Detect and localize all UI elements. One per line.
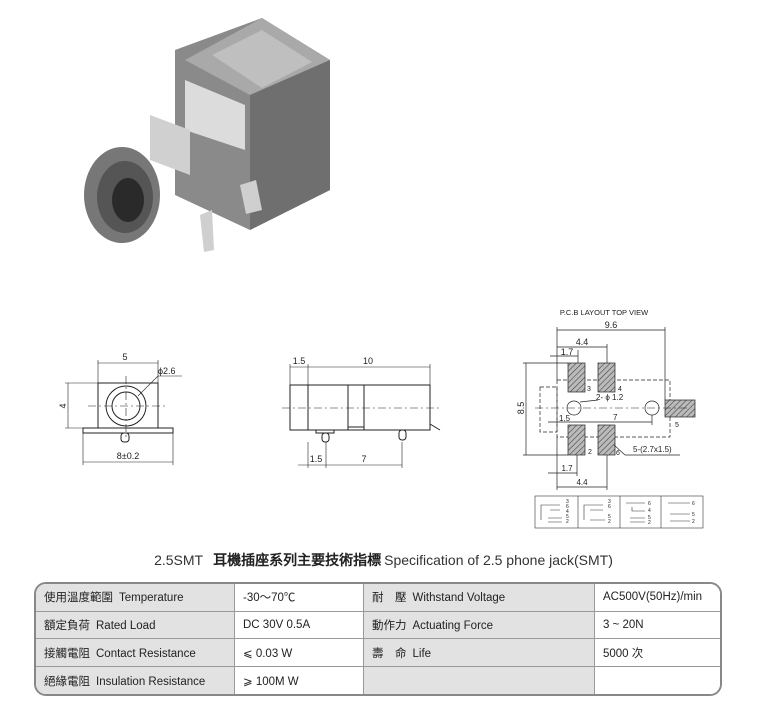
svg-text:3: 3 [566, 499, 569, 505]
param-cn: 額定負荷 [44, 620, 90, 633]
pad-label: 2 [588, 449, 592, 456]
pad-5 [664, 399, 696, 418]
param-cn: 接觸電阻 [44, 647, 90, 660]
pcb-height-dim: 8.5 [516, 402, 526, 415]
svg-text:2: 2 [566, 519, 569, 525]
svg-text:2: 2 [608, 519, 611, 525]
param-en: Contact Resistance [96, 647, 196, 660]
product-photo [84, 18, 330, 252]
svg-text:5: 5 [692, 512, 695, 518]
param-cn: 動作力 [372, 620, 407, 633]
param-en: Rated Load [96, 620, 156, 633]
front-view-drawing [65, 360, 182, 465]
side-length-dim: 10 [363, 356, 373, 366]
param-value: 3 ~ 20N [594, 610, 720, 640]
side-front-dim: 1.5 [293, 356, 306, 366]
param-en: Life [412, 647, 432, 660]
pad-4 [597, 362, 616, 393]
empty-cell [363, 666, 595, 694]
pcb-hole-label: 2- ϕ 1.2 [596, 393, 624, 402]
svg-text:6: 6 [608, 504, 611, 510]
svg-text:3: 3 [608, 499, 611, 505]
pcb-pad-width-top-dim: 1.7 [561, 347, 574, 357]
front-width-dim: 5 [122, 352, 127, 362]
pcb-hole-offset-dim: 1.5 [559, 414, 571, 423]
pcb-layout-drawing [523, 327, 696, 490]
pad-2 [567, 424, 586, 456]
param-en: Temperature [119, 592, 184, 605]
table-row: 使用溫度範圍 Temperature -30～70℃ 耐 壓 Withstand V… [36, 584, 720, 612]
front-height-dim: 4 [58, 403, 68, 408]
pad-label: 3 [587, 386, 591, 393]
param-value: AC500V(50Hz)/min [594, 584, 720, 612]
pad-6 [597, 424, 616, 456]
param-en: Insulation Resistance [96, 675, 206, 688]
pcb-pad-span-bottom-dim: 4.4 [576, 478, 588, 487]
side-pin-pitch-dim: 7 [361, 454, 366, 464]
front-flange-dim: 8±0.2 [117, 451, 139, 461]
table-row: 絕緣電阻 Insulation Resistance ⩾ 100M W [36, 666, 720, 694]
schematic-pin-labels: 3 6 4 5 2 3 6 5 2 6 4 5 2 6 5 2 [566, 499, 695, 526]
svg-text:6: 6 [692, 501, 695, 507]
svg-text:2: 2 [692, 519, 695, 525]
param-cn: 絕緣電阻 [44, 675, 90, 688]
empty-cell [594, 666, 720, 694]
svg-text:4: 4 [566, 509, 569, 515]
pad-label: 6 [616, 450, 620, 457]
param-cn: 耐 壓 [372, 592, 407, 605]
spec-table: 使用溫度範圍 Temperature -30～70℃ 耐 壓 Withstand V… [34, 582, 722, 696]
param-cn: 使用溫度範圍 [44, 592, 113, 605]
svg-text:2: 2 [648, 520, 651, 526]
spec-title-en: Specification of 2.5 phone jack(SMT) [384, 552, 613, 568]
pcb-overall-width-dim: 9.6 [605, 320, 618, 330]
svg-text:5: 5 [648, 515, 651, 521]
param-value: ⩽ 0.03 W [234, 638, 364, 668]
pad-3 [567, 362, 586, 393]
param-value: DC 30V 0.5A [234, 610, 364, 640]
svg-text:5: 5 [566, 514, 569, 520]
param-en: Withstand Voltage [412, 592, 506, 605]
pcb-layout-title: P.C.B LAYOUT TOP VIEW [560, 308, 649, 317]
front-diameter-dim: ϕ2.6 [158, 366, 176, 376]
pcb-hole-pitch-dim: 7 [613, 413, 618, 422]
pcb-pad-width-bottom-dim: 1.7 [561, 464, 573, 473]
param-en: Actuating Force [412, 620, 494, 633]
param-value: ⩾ 100M W [234, 666, 364, 694]
param-cn: 壽 命 [372, 647, 407, 660]
svg-text:5: 5 [608, 514, 611, 520]
schematic-table [534, 495, 704, 529]
pad-label: 5 [675, 422, 679, 429]
svg-text:4: 4 [648, 508, 651, 514]
spec-title-model: 2.5SMT [154, 552, 204, 568]
pad-label: 4 [618, 386, 622, 393]
side-pin-offset-dim: 1.5 [310, 454, 323, 464]
param-value: -30～70℃ [234, 584, 364, 612]
svg-text:6: 6 [566, 504, 569, 510]
pcb-pad-size-dim: 5-(2.7x1.5) [633, 445, 672, 454]
svg-text:6: 6 [648, 501, 651, 507]
table-row: 額定負荷 Rated Load DC 30V 0.5A 動作力 Actuating … [36, 610, 720, 640]
param-value: 5000 次 [594, 638, 720, 668]
side-view-drawing [282, 364, 441, 468]
pcb-pad-span-top-dim: 4.4 [576, 337, 589, 347]
technical-drawings: 5 ϕ2.6 4 8±0.2 1.5 10 1.5 7 P.C.B LAYOUT… [58, 18, 704, 529]
spec-title-cn: 耳機插座系列主要技術指標 [213, 552, 382, 568]
